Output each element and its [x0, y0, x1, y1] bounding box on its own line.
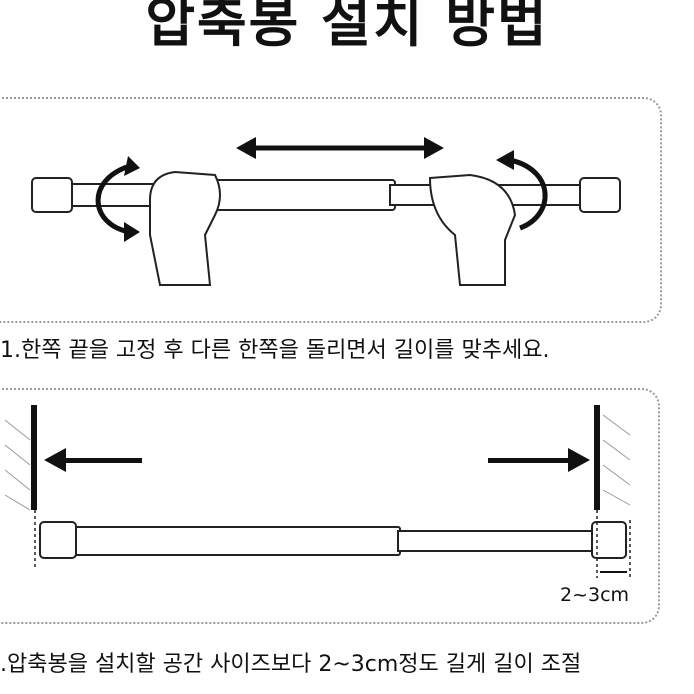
measure-guide-lines: [34, 510, 631, 578]
right-wall: [594, 405, 600, 510]
hand-icon: [149, 170, 517, 286]
tension-rod: [39, 521, 627, 559]
rotate-arrow-head-icon: [124, 222, 140, 242]
page-title: 압축봉 설치 방법: [145, 0, 549, 54]
step-1-caption: 1.한쪽 끝을 고정 후 다른 한쪽을 돌리면서 길이를 맞추세요.: [0, 338, 550, 363]
wall-hatching: [4, 414, 631, 511]
arrow-right-icon: [488, 448, 590, 472]
double-arrow-icon: [236, 137, 444, 159]
left-wall: [31, 405, 37, 510]
step-2-caption: .압축봉을 설치할 공간 사이즈보다 2~3cm정도 길게 길이 조절: [0, 652, 582, 677]
rotate-arrow-head-icon: [496, 150, 514, 170]
arrow-left-icon: [44, 448, 142, 472]
rotate-arrow-icon: [95, 157, 548, 235]
step-1-panel: [0, 97, 662, 323]
rotate-arrow-head-icon: [124, 156, 140, 176]
step-2-panel: [0, 388, 660, 624]
measure-label: 2~3cm: [560, 584, 630, 606]
